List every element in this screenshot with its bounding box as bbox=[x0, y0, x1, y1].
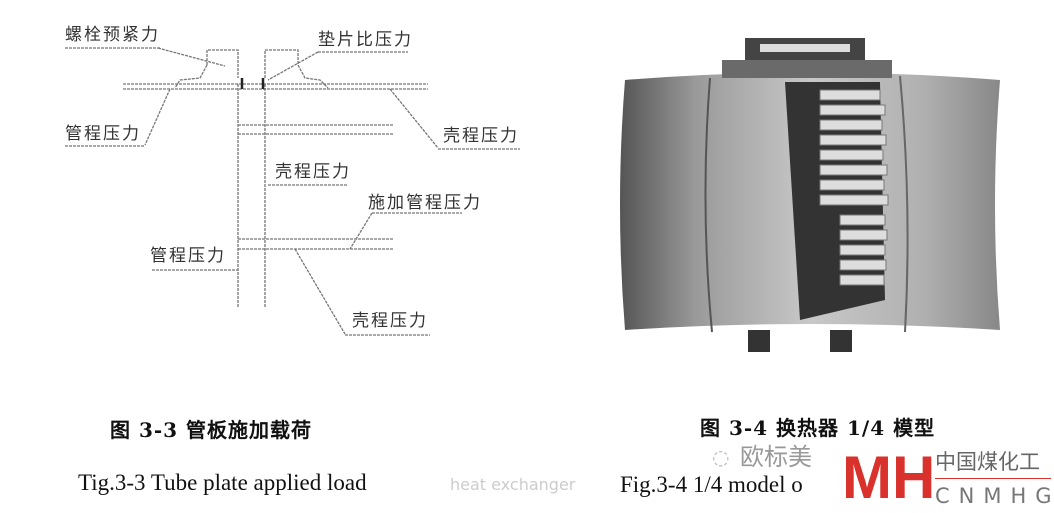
label-bolt-preload: 螺栓预紧力 bbox=[65, 25, 160, 45]
watermark-account: 欧标美 bbox=[740, 443, 812, 471]
wechat-icon: ◌ bbox=[712, 445, 730, 469]
watermark-faint-text: heat exchanger bbox=[450, 475, 576, 494]
figure-3-3-caption-en: Tig.3-3 Tube plate applied load bbox=[78, 470, 367, 495]
label-applied-tube-pressure: 施加管程压力 bbox=[368, 193, 482, 213]
figure-3-3-caption-cn: 图 3-3 管板施加载荷 bbox=[110, 418, 313, 442]
figure-3-4-caption-en: Fig.3-4 1/4 model o bbox=[620, 472, 803, 497]
watermark-org-en: CNMHG bbox=[935, 484, 1054, 508]
watermark-org-cn: 中国煤化工 bbox=[935, 450, 1040, 474]
figure-3-4-caption-cn: 图 3-4 换热器 1/4 模型 bbox=[700, 416, 936, 440]
cnmhg-logo: MH bbox=[842, 444, 936, 511]
label-gasket-pressure: 垫片比压力 bbox=[318, 30, 413, 50]
label-shell-pressure: 壳程压力 bbox=[352, 311, 428, 331]
label-tube-pressure: 管程压力 bbox=[150, 246, 226, 266]
label-shell-pressure: 壳程压力 bbox=[443, 126, 519, 146]
label-tube-pressure: 管程压力 bbox=[65, 124, 141, 144]
label-shell-pressure: 壳程压力 bbox=[275, 162, 351, 182]
watermark-divider bbox=[935, 478, 1051, 479]
